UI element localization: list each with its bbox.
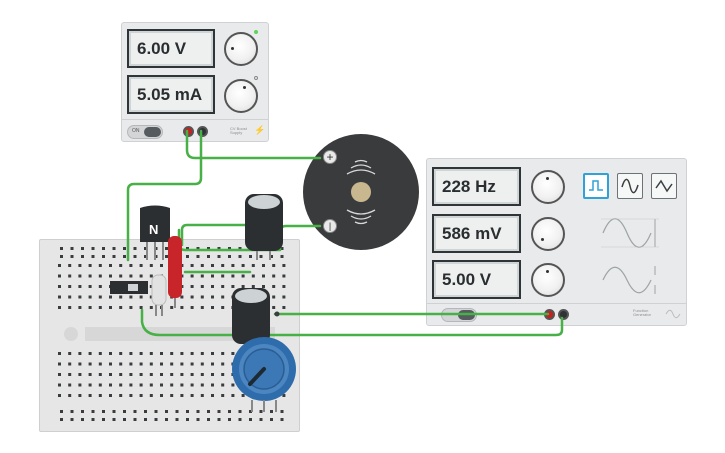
wire-supply-positive[interactable] [185, 129, 322, 160]
offset-knob[interactable] [531, 263, 565, 297]
led[interactable] [151, 274, 167, 316]
potentiometer[interactable] [232, 337, 296, 412]
square-wave-button[interactable] [583, 173, 609, 199]
speaker[interactable]: + | [303, 134, 419, 250]
capacitor-top[interactable] [245, 194, 283, 260]
npn-transistor[interactable] [140, 205, 170, 261]
negative-terminal[interactable] [197, 126, 208, 137]
sine-wave-button[interactable] [617, 173, 643, 199]
supply-brand-text: CV Boost Supply [230, 126, 247, 135]
positive-terminal[interactable] [183, 126, 194, 137]
indicator-led [254, 30, 258, 34]
square-wave-icon [589, 180, 603, 191]
triangle-wave-icon [655, 179, 673, 193]
amplitude-display: 586 mV [432, 214, 521, 253]
power-toggle[interactable]: ON [127, 125, 163, 139]
current-display: 5.05 mA [127, 75, 215, 114]
speaker-minus-terminal[interactable]: | [323, 219, 337, 233]
generator-brand-text: Function Generator [633, 308, 652, 317]
sine-wave-icon [621, 178, 639, 194]
speaker-cone-icon [346, 159, 376, 225]
wire-supply-negative[interactable] [126, 129, 203, 262]
power-supply: 6.00 V 5.05 mA ON CV Boost Supply ⚡ [121, 22, 269, 142]
triangle-wave-button[interactable] [651, 173, 677, 199]
amplitude-wave-icon [601, 218, 659, 248]
offset-wave-icon [602, 266, 656, 294]
lightning-icon: ⚡ [254, 125, 266, 135]
wire-generator-negative[interactable] [140, 308, 564, 337]
current-knob[interactable] [224, 79, 258, 113]
voltage-display: 6.00 V [127, 29, 215, 68]
power-toggle-label: ON [132, 128, 140, 134]
speaker-plus-terminal[interactable]: + [323, 150, 337, 164]
frequency-display: 228 Hz [432, 167, 521, 206]
offset-display: 5.00 V [432, 260, 521, 299]
capacitor-bottom[interactable] [232, 288, 270, 344]
function-generator: 228 Hz 586 mV 5.00 V Function Generator [426, 158, 687, 326]
resistor[interactable] [168, 236, 182, 308]
slide-switch[interactable] [110, 281, 148, 294]
indicator-led-off [254, 76, 258, 80]
generator-negative-terminal[interactable] [558, 309, 569, 320]
voltage-knob[interactable] [224, 32, 258, 66]
wire-resistor-capacitor[interactable] [180, 223, 254, 247]
generator-logo-icon [665, 309, 681, 319]
frequency-knob[interactable] [531, 170, 565, 204]
amplitude-knob[interactable] [531, 217, 565, 251]
transistor-label: N [149, 222, 159, 237]
